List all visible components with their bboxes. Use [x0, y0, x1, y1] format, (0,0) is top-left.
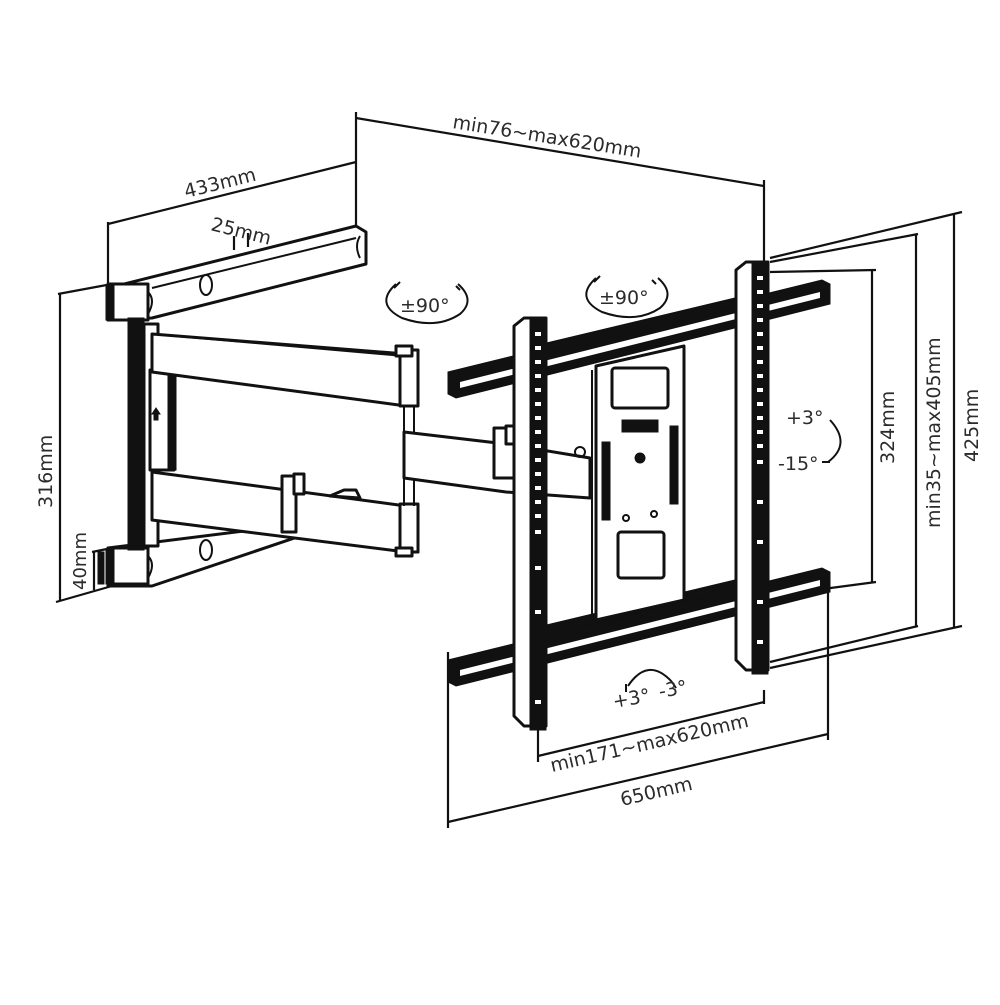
label-level-plus: +3° [611, 685, 652, 713]
dimension-lines-left [55, 282, 113, 604]
swivel-head [591, 344, 686, 622]
label-vesa-vertical: min35~max405mm [923, 337, 945, 528]
wall-plate [97, 224, 368, 588]
rotation-indicators [385, 275, 842, 692]
label-level-minus: -3° [657, 676, 689, 703]
dimension-lines-top [106, 112, 766, 290]
vesa-uprights [512, 260, 770, 731]
dimension-lines-right [769, 210, 963, 670]
label-head-rotation: ±90° [599, 287, 649, 309]
label-wall-rail-height: 40mm [70, 532, 91, 590]
label-tilt-up: +3° [786, 407, 824, 429]
label-overall-width: 650mm [618, 773, 694, 811]
label-wall-plate-height: 316mm [35, 435, 57, 508]
label-vesa-vertical-inner: 324mm [877, 391, 899, 464]
rotation-labels: ±90° ±90° +3° -15° +3° -3° [400, 287, 824, 713]
label-vesa-horizontal: min171~max620mm [548, 710, 750, 777]
label-extension: min76~max620mm [451, 111, 643, 163]
label-tilt-down: -15° [778, 453, 819, 475]
label-arm-swivel: ±90° [400, 295, 450, 317]
label-overall-height: 425mm [961, 389, 983, 462]
label-wall-plate-offset: 25mm [209, 214, 274, 250]
